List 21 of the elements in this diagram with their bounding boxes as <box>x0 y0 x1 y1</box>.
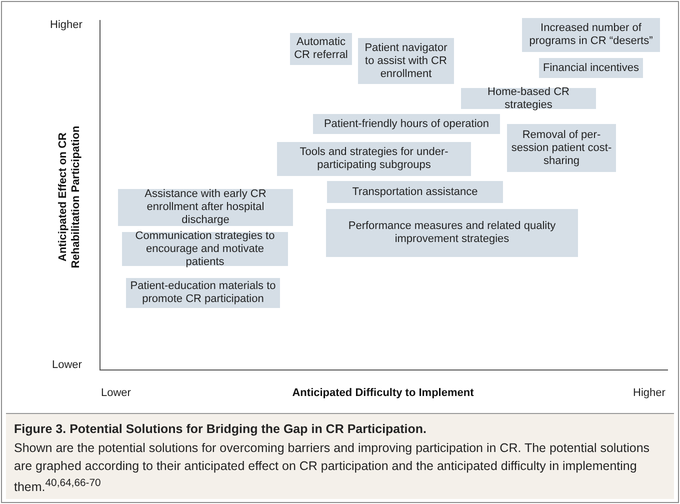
solution-box: Tools and strategies for under-participating subgroups <box>277 142 471 176</box>
figure-caption: Shown are the potential solutions for overcoming barriers and improving participation in CR. The potential solutions are graphed according to their anticipated effect on CR participation and the anticipated difficulty in implementing them.$^{40,64,66-70}$ <box>14 440 651 496</box>
solution-box: Patient-education materials to promote CR participation <box>126 278 280 308</box>
solution-box: Automatic CR referral <box>290 33 352 65</box>
solution-box: Transportation assistance <box>327 181 503 203</box>
solution-box: Removal of per-session patient cost-sharing <box>507 124 616 172</box>
axis-tick-label: Higher <box>633 387 666 399</box>
solution-box: Financial incentives <box>539 58 643 78</box>
solution-box: Performance measures and related quality improvement strategies <box>326 209 578 257</box>
solution-box: Increased number of programs in CR “deserts” <box>522 18 660 52</box>
axis-tick-label: Lower <box>52 359 82 371</box>
solution-box: Assistance with early CR enrollment after hospital discharge <box>118 189 293 226</box>
axis-title: Anticipated Effect on CR Rehabilitation Participation <box>57 124 83 270</box>
axis-tick-label: Lower <box>101 387 131 399</box>
axis-tick-label: Higher <box>50 19 82 31</box>
axis-title: Anticipated Difficulty to Implement <box>292 387 474 399</box>
figure-title: Figure 3. Potential Solutions for Bridging the Gap in CR Participation. <box>14 422 428 436</box>
solution-box: Patient navigator to assist with CR enrollment <box>358 38 454 84</box>
solution-box: Home-based CR strategies <box>461 88 596 109</box>
solution-box: Communication strategies to encourage and motivate patients <box>122 232 288 266</box>
solution-box: Patient-friendly hours of operation <box>313 114 500 134</box>
